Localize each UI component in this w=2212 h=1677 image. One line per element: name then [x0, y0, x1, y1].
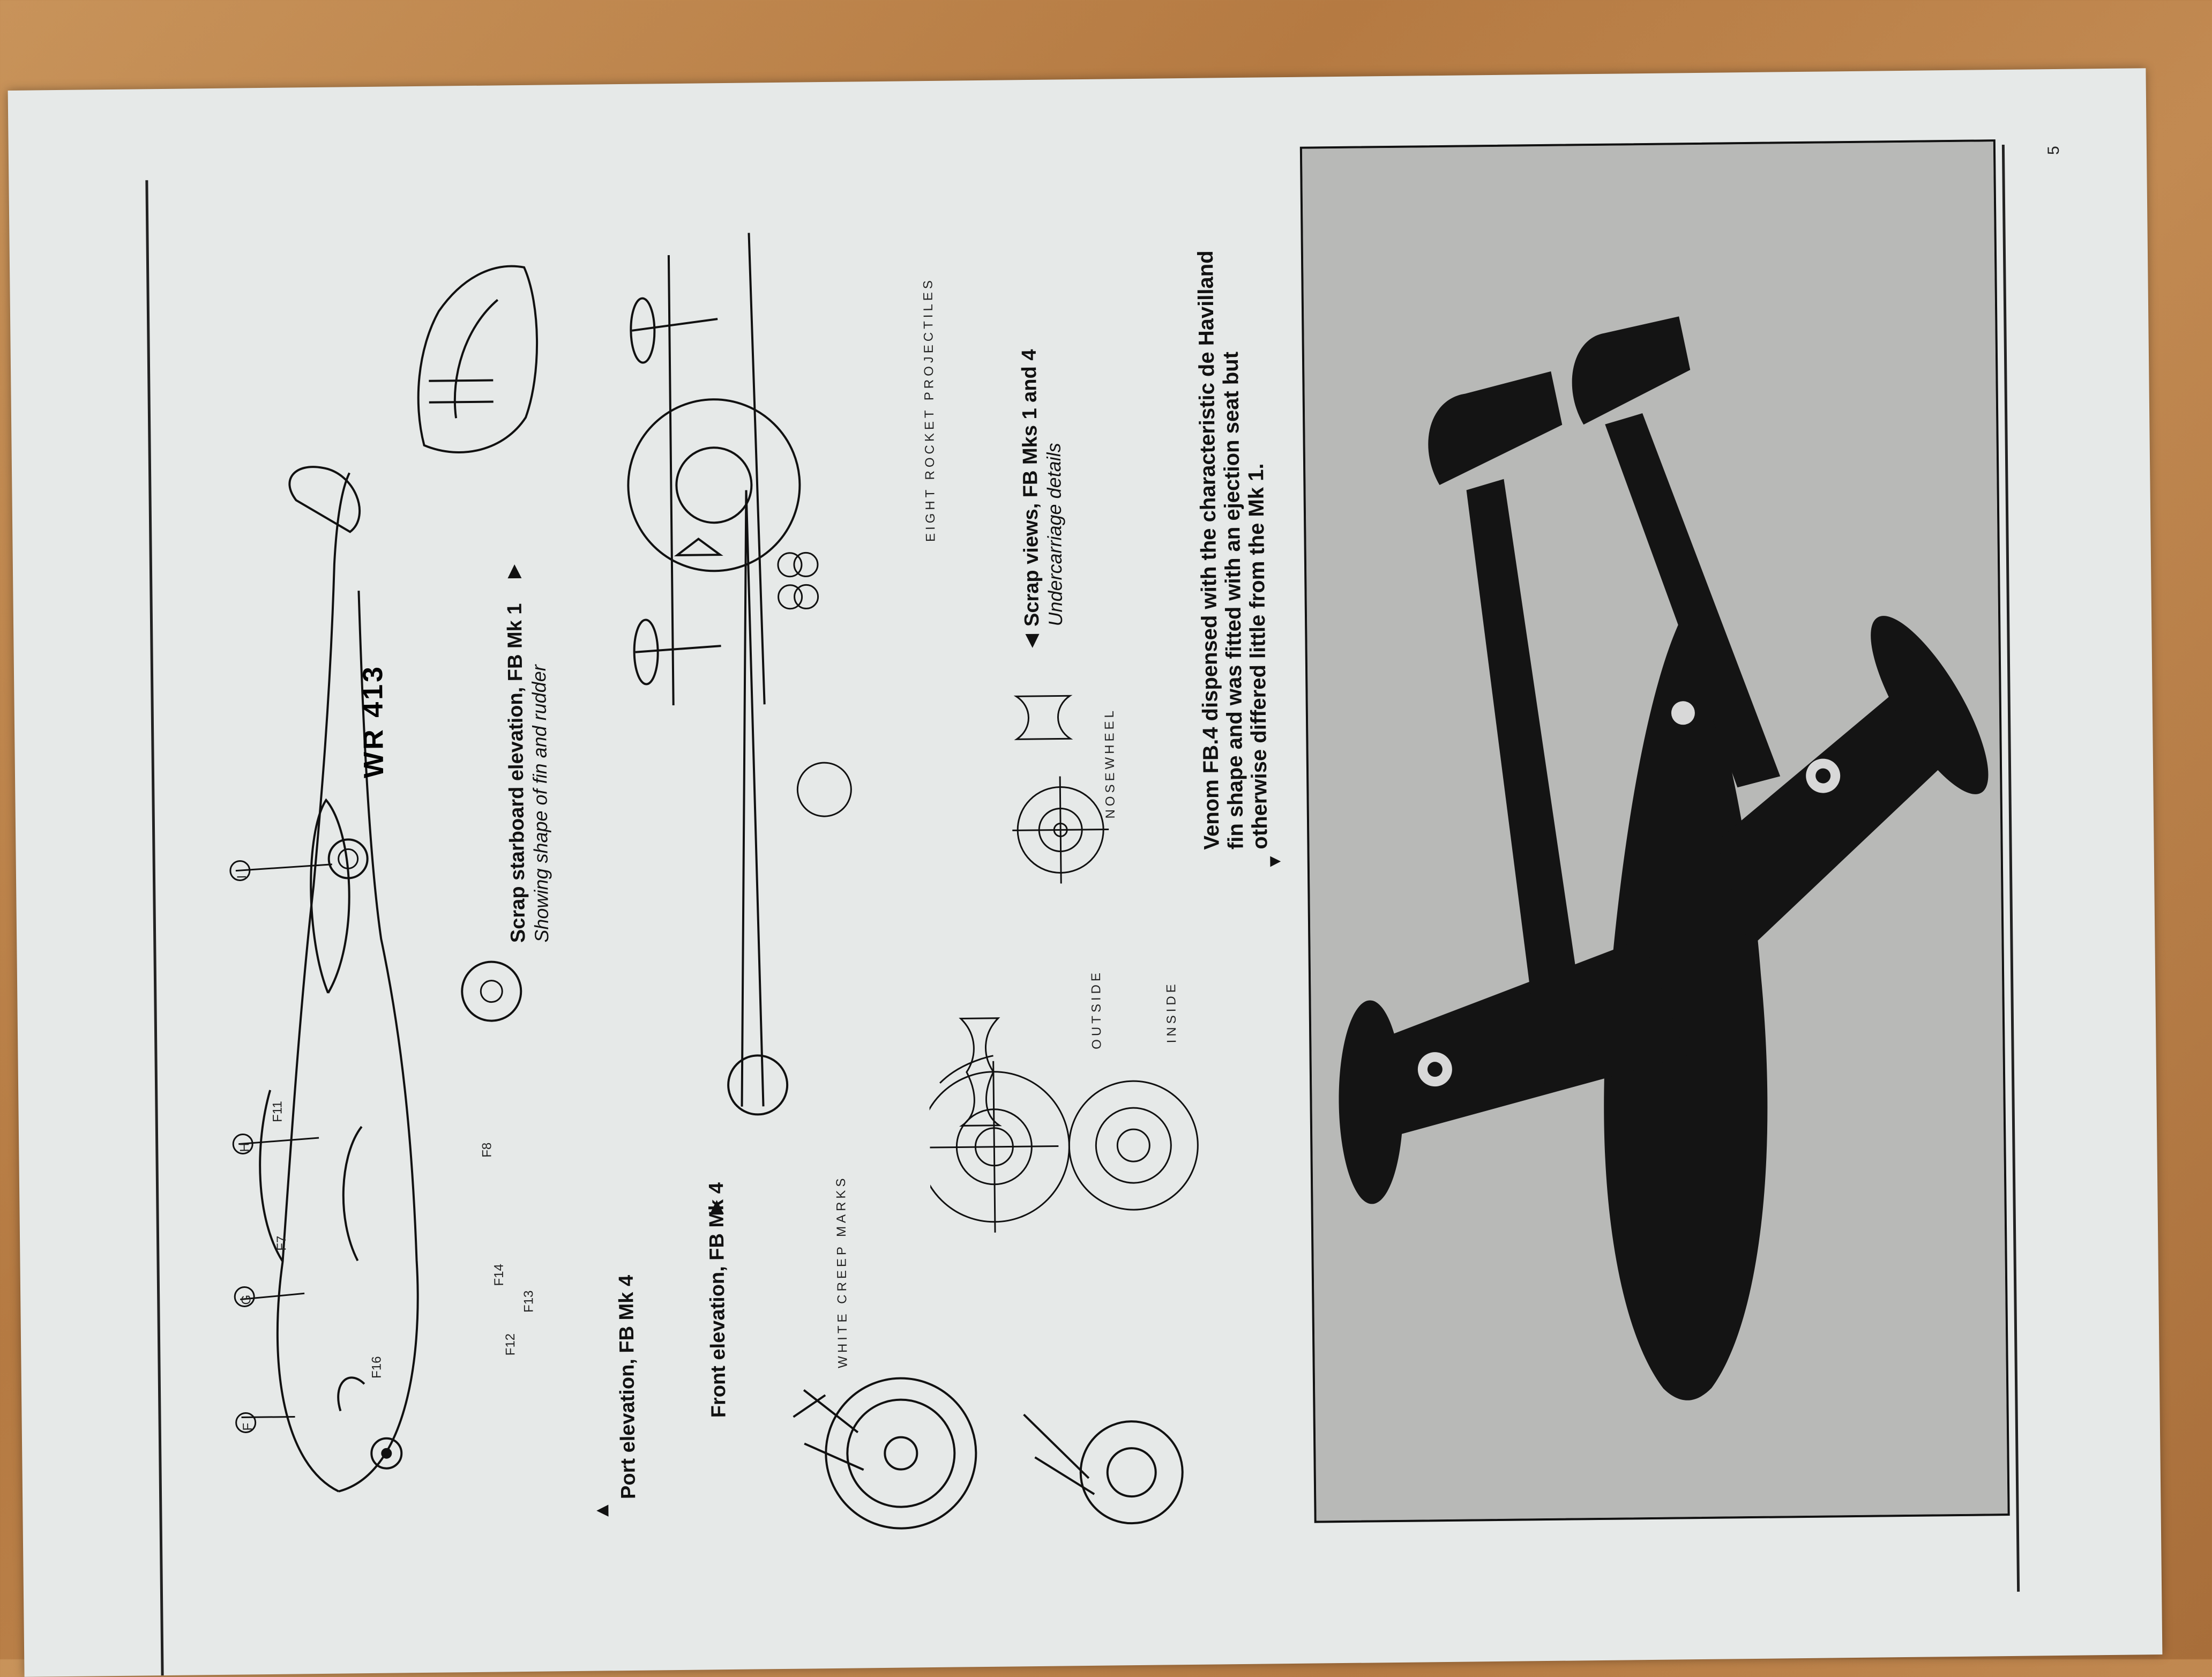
magazine-page: 5 F G H	[8, 68, 2163, 1677]
f12-label: F12	[503, 1333, 518, 1356]
station-g-label: G	[239, 1294, 254, 1305]
left-rule	[145, 180, 164, 1676]
scrap-views-title: Scrap views, FB Mks 1 and 4	[1018, 349, 1044, 627]
scrap-views-pointer: ◀	[1021, 633, 1042, 649]
rocket-projectiles-label: EIGHT ROCKET PROJECTILES	[921, 277, 938, 542]
tyre-section-outside	[929, 1055, 1199, 1233]
inside-label: INSIDE	[1164, 981, 1179, 1044]
front-elevation-caption: Front elevation, FB Mk 4	[705, 1182, 731, 1418]
f14-label: F14	[491, 1263, 507, 1286]
front-elevation-title: Front elevation, FB Mk 4	[705, 1182, 730, 1418]
scrap-views-sub: Undercarriage details	[1042, 443, 1066, 627]
main-wheel-drawing	[793, 1377, 977, 1530]
station-h-label: H	[237, 1142, 252, 1152]
front-pointer: ▶	[705, 1199, 726, 1214]
f11-label: F11	[270, 1101, 285, 1122]
front-elevation-drawing	[627, 233, 852, 1116]
outside-label: OUTSIDE	[1088, 969, 1104, 1049]
aircraft-photo-image	[1302, 141, 2008, 1521]
serial-label: WR 413	[357, 664, 390, 779]
f16-label: F16	[369, 1356, 384, 1379]
scrap-fin-drawing	[417, 265, 539, 453]
station-f-label: F	[240, 1422, 255, 1431]
nosewheel-drawing	[1012, 776, 1109, 884]
scrap-starboard-title: Scrap starboard elevation, FB Mk 1	[503, 603, 530, 943]
f8-label: F8	[480, 1142, 495, 1158]
port-elevation-title: Port elevation, FB Mk 4	[615, 1274, 640, 1500]
station-circles	[229, 860, 257, 1433]
creep-marks-label: WHITE CREEP MARKS	[833, 1175, 850, 1368]
photo-caption-pointer: ▼	[1264, 852, 1285, 871]
station-i-label: I	[234, 875, 250, 879]
aircraft-photo	[1299, 139, 2010, 1523]
page-number: 5	[2044, 146, 2063, 155]
f13-label: F13	[521, 1290, 536, 1313]
scrap-starboard-sub: Showing shape of fin and rudder	[527, 665, 552, 943]
port-elevation-caption: ▲	[591, 1501, 614, 1521]
nosewheel-label: NOSEWHEEL	[1102, 707, 1118, 819]
photo-caption: Venom FB.4 dispensed with the characteri…	[1193, 250, 1272, 850]
scrap-views-caption: Scrap views, FB Mks 1 and 4 Undercarriag…	[1018, 349, 1066, 627]
nosewheel-tread	[1013, 695, 1073, 740]
tyre-tread-outside	[959, 1017, 1002, 1127]
pointer-up-marker: ▲	[591, 1500, 614, 1521]
nose-wheel-leg-drawing	[1023, 1413, 1184, 1525]
scrap-starboard-pointer: ▶	[503, 564, 524, 579]
f7-label: F7	[274, 1235, 289, 1251]
scrap-starboard-caption: Scrap starboard elevation, FB Mk 1 Showi…	[504, 603, 553, 943]
port-elevation-drawing	[235, 466, 522, 1493]
